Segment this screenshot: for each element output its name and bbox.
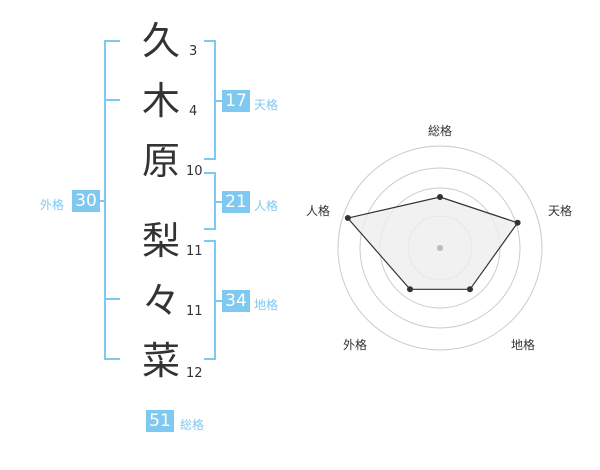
gaikaku-bracket-bottom	[104, 358, 120, 360]
tenkaku-connector	[214, 100, 222, 102]
jinkaku-bracket-top	[204, 172, 216, 174]
radar-label-soukaku: 総格	[428, 124, 453, 138]
tenkaku-badge: 17	[222, 90, 250, 112]
stroke-count-4: 11	[186, 244, 203, 259]
radar-point-gaikaku	[407, 286, 414, 293]
gaikaku-bracket-mid-1	[104, 99, 120, 101]
name-char-5: 々	[141, 279, 180, 323]
radar-point-jinkaku	[344, 215, 351, 222]
soukaku-label: 総格	[180, 418, 205, 432]
stroke-count-5: 11	[186, 304, 203, 319]
name-char-1: 久	[141, 19, 180, 63]
radar-point-tenkaku	[514, 219, 521, 226]
tenkaku-bracket-bottom	[204, 158, 216, 160]
chikaku-bracket-top	[204, 240, 216, 242]
stroke-count-6: 12	[186, 366, 203, 381]
chikaku-connector	[214, 300, 222, 302]
jinkaku-label: 人格	[254, 199, 279, 213]
gaikaku-badge: 30	[72, 190, 100, 212]
radar-ring-3	[359, 167, 521, 329]
soukaku-badge: 51	[146, 410, 174, 432]
chikaku-label: 地格	[254, 298, 279, 312]
name-char-6: 菜	[141, 339, 180, 383]
stroke-count-1: 3	[189, 44, 198, 59]
radar-value-polygon	[346, 196, 519, 290]
jinkaku-badge: 21	[222, 191, 250, 213]
radar-label-gaikaku: 外格	[343, 338, 368, 352]
jinkaku-bracket-bottom	[204, 228, 216, 230]
gaikaku-bracket-top	[104, 40, 120, 42]
chikaku-badge: 34	[222, 290, 250, 312]
radar-label-jinkaku: 人格	[306, 204, 331, 218]
stroke-count-2: 4	[189, 104, 198, 119]
tenkaku-label: 天格	[254, 98, 279, 112]
gaikaku-label: 外格	[40, 198, 65, 212]
radar-point-soukaku	[437, 194, 443, 200]
gaikaku-bracket-mid-2	[104, 298, 120, 300]
name-char-4: 梨	[141, 219, 180, 263]
fortune-radar-chart	[337, 145, 543, 351]
tenkaku-bracket-top	[204, 40, 216, 42]
jinkaku-connector	[214, 201, 222, 203]
radar-label-chikaku: 地格	[511, 338, 536, 352]
chikaku-bracket-bottom	[204, 358, 216, 360]
radar-center-dot	[437, 245, 443, 251]
radar-label-tenkaku: 天格	[548, 204, 573, 218]
radar-ring-outer	[337, 145, 543, 351]
radar-point-chikaku	[466, 286, 473, 293]
name-char-2: 木	[141, 79, 180, 123]
stroke-count-3: 10	[186, 164, 203, 179]
gaikaku-connector	[100, 200, 106, 202]
name-char-3: 原	[141, 139, 180, 183]
